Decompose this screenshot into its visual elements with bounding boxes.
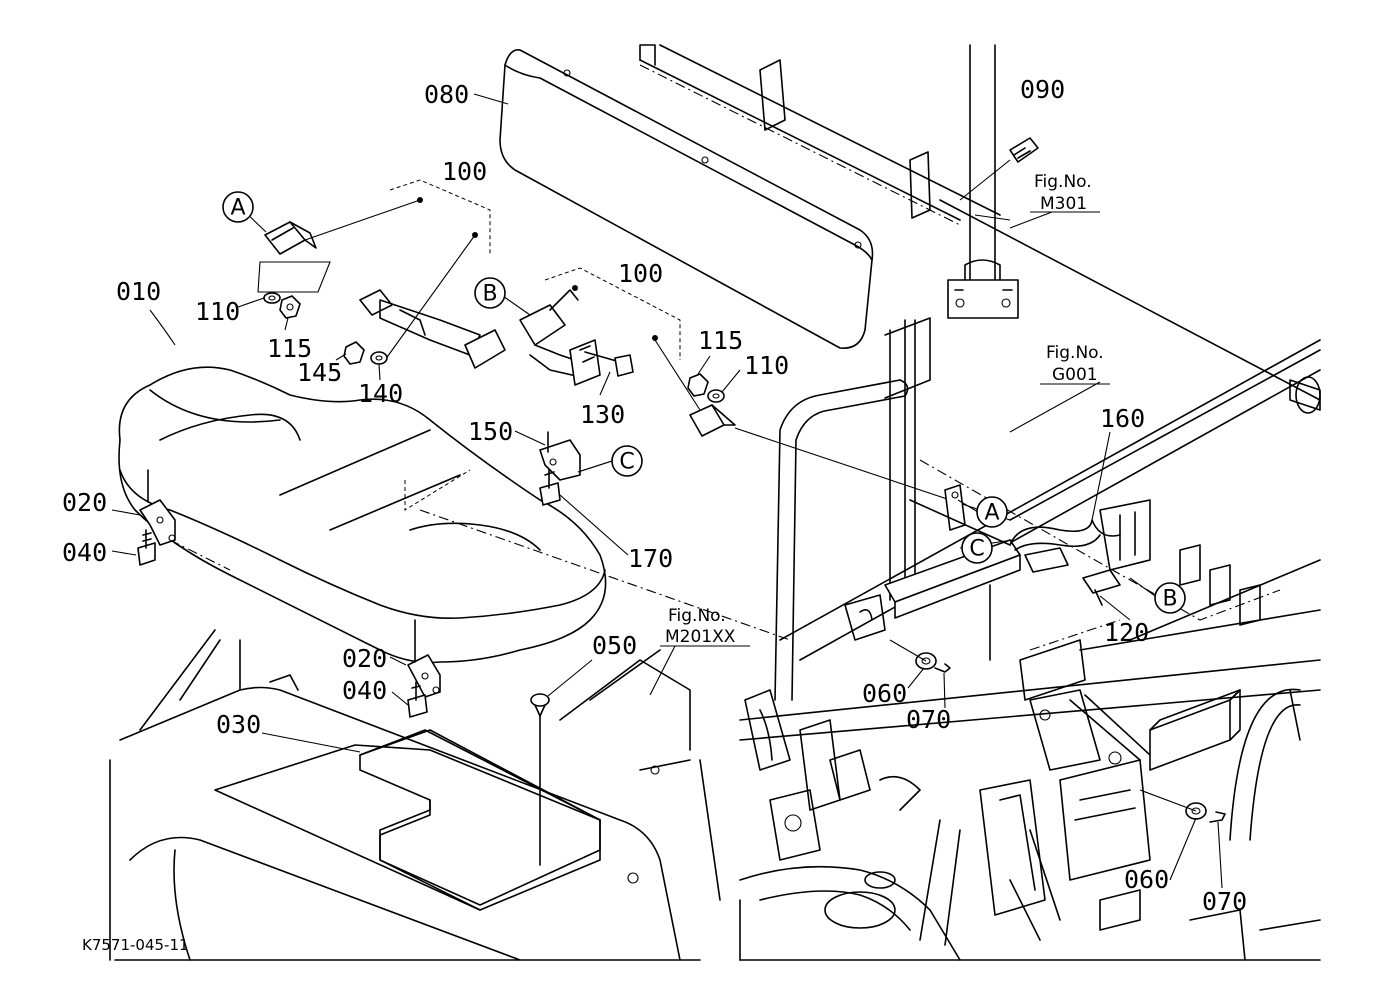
label-145: 145 xyxy=(297,358,342,387)
fig-ref-m301-number: M301 xyxy=(1040,194,1087,214)
backrest xyxy=(499,44,1321,401)
label-150: 150 xyxy=(468,417,513,446)
label-040-lower: 040 xyxy=(342,676,387,705)
label-100-right: 100 xyxy=(618,259,663,288)
label-010: 010 xyxy=(116,277,161,306)
seat-belt-left xyxy=(257,199,506,369)
label-070-right: 070 xyxy=(1202,887,1247,916)
rear-fender xyxy=(109,629,721,961)
label-070-mid: 070 xyxy=(906,705,951,734)
fig-ref-m201xx-label: Fig.No. xyxy=(668,606,726,626)
label-170: 170 xyxy=(628,544,673,573)
fig-ref-m201xx: Fig.No. M201XX xyxy=(665,606,736,647)
callout-a-left-text: A xyxy=(230,196,245,221)
label-060-mid: 060 xyxy=(862,679,907,708)
fig-ref-m201xx-number: M201XX xyxy=(665,627,736,647)
callout-a-left: A xyxy=(222,191,254,223)
label-090: 090 xyxy=(1020,75,1065,104)
label-050: 050 xyxy=(592,631,637,660)
label-115-left: 115 xyxy=(267,334,312,363)
label-030: 030 xyxy=(216,710,261,739)
rops-post xyxy=(947,44,1019,319)
fig-ref-m301-label: Fig.No. xyxy=(1034,172,1092,192)
label-115-right: 115 xyxy=(698,326,743,355)
fig-ref-g001-label: Fig.No. xyxy=(1046,343,1104,363)
label-160: 160 xyxy=(1100,404,1145,433)
callout-a-frame: A xyxy=(976,496,1008,528)
callout-b-top-text: B xyxy=(482,282,497,307)
leader-lines xyxy=(111,93,1223,889)
label-080: 080 xyxy=(424,80,469,109)
label-020-left: 020 xyxy=(62,488,107,517)
part-labels: 080 090 100 100 010 110 115 145 140 130 … xyxy=(62,75,1247,916)
label-110-left: 110 xyxy=(195,297,240,326)
bolt-090 xyxy=(959,137,1039,201)
drawing-code: K7571-045-11 xyxy=(82,936,189,954)
fasteners xyxy=(137,292,1226,866)
label-040-left: 040 xyxy=(62,538,107,567)
label-100-left: 100 xyxy=(442,157,487,186)
callout-a-frame-text: A xyxy=(984,501,999,526)
fig-ref-g001: Fig.No. G001 xyxy=(1046,343,1104,385)
callout-c-frame-text: C xyxy=(969,537,984,562)
frame-chassis xyxy=(739,317,1321,961)
label-020-lower: 020 xyxy=(342,644,387,673)
callout-b-top: B xyxy=(474,277,506,309)
callout-c-seat-text: C xyxy=(619,450,634,475)
fig-ref-g001-number: G001 xyxy=(1052,365,1098,385)
group-100-outline xyxy=(389,179,681,360)
label-140: 140 xyxy=(358,379,403,408)
label-130: 130 xyxy=(580,400,625,429)
callout-c-frame: C xyxy=(961,532,993,564)
callout-b-frame: B xyxy=(1154,582,1186,614)
label-120: 120 xyxy=(1104,618,1149,647)
callout-c-seat: C xyxy=(611,445,643,477)
label-110-right: 110 xyxy=(744,351,789,380)
callout-b-frame-text: B xyxy=(1162,587,1177,612)
label-060-right: 060 xyxy=(1124,865,1169,894)
fig-ref-m301: Fig.No. M301 xyxy=(1034,172,1092,214)
seat-belt-right xyxy=(519,289,1011,521)
seat-cushion xyxy=(118,366,791,664)
